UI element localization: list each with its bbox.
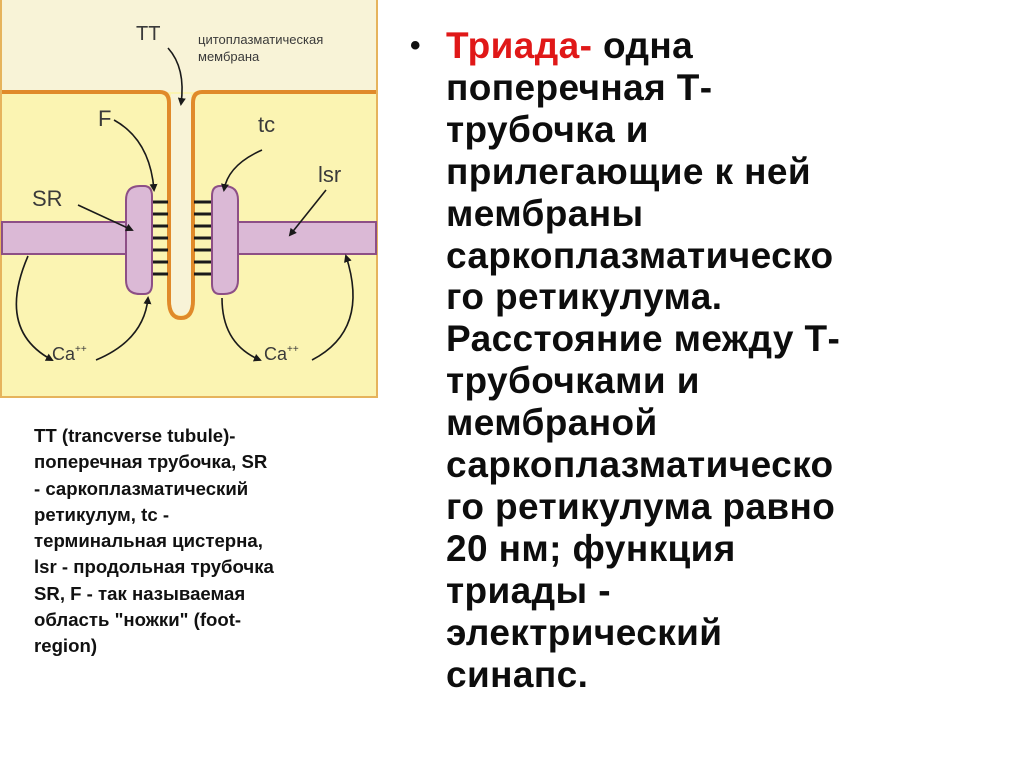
triad-diagram-svg: TT цитоплазматическая мембрана F tc SR l…	[0, 0, 378, 398]
label-membrane-line2: мембрана	[198, 49, 260, 64]
label-tt: TT	[136, 23, 160, 45]
terminal-cistern-left	[126, 186, 152, 294]
figure-caption: TT (trancverse tubule)- поперечная трубо…	[34, 423, 406, 660]
label-f: F	[98, 106, 111, 131]
label-membrane-line1: цитоплазматическая	[198, 32, 323, 47]
bullet-dot: •	[406, 25, 446, 67]
t-tubule-lumen	[171, 94, 191, 315]
term-triad: Триада-	[446, 25, 592, 66]
label-lsr: lsr	[318, 162, 341, 187]
definition-body: Триада- одна поперечная Т- трубочка и пр…	[446, 25, 1018, 696]
label-tc: tc	[258, 112, 275, 137]
triad-definition: • Триада- одна поперечная Т- трубочка и …	[406, 25, 1018, 696]
triad-diagram: TT цитоплазматическая мембрана F tc SR l…	[0, 0, 378, 398]
terminal-cistern-right	[212, 186, 238, 294]
label-sr: SR	[32, 186, 63, 211]
definition-text: одна поперечная Т- трубочка и прилегающи…	[446, 25, 840, 695]
